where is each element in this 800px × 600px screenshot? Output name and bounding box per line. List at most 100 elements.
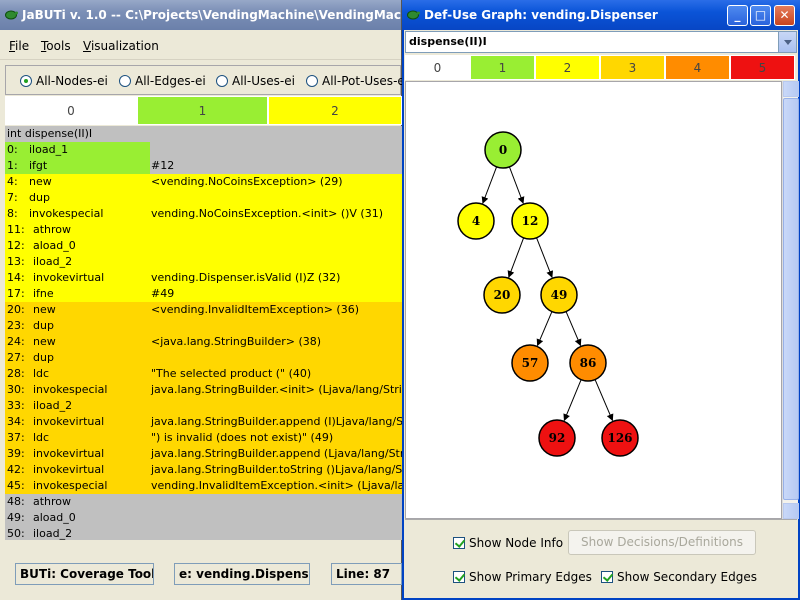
radio-all-uses-ei[interactable]: All-Uses-ei <box>216 74 295 88</box>
code-line[interactable]: 50:iload_2 <box>5 526 402 540</box>
code-line[interactable]: 49:aload_0 <box>5 510 402 526</box>
menu-visualization[interactable]: Visualization <box>83 39 159 53</box>
line-opcode: aload_0 <box>33 239 76 252</box>
graph-edge <box>507 237 525 278</box>
graph-edge <box>565 311 582 347</box>
code-line[interactable]: 0:iload_1 <box>5 142 402 158</box>
graph-node-label: 12 <box>522 214 539 228</box>
radio-all-edges-ei[interactable]: All-Edges-ei <box>119 74 206 88</box>
graph-node[interactable]: 86 <box>569 344 607 382</box>
menu-bar: File Tools Visualization <box>0 30 401 60</box>
code-line[interactable]: 7:dup <box>5 190 402 206</box>
checkbox-checked-icon <box>601 571 613 583</box>
radio-empty-icon <box>306 75 318 87</box>
show-node-info-checkbox[interactable]: Show Node Info <box>453 536 563 550</box>
graph-node-circle <box>569 344 607 382</box>
graph-canvas[interactable]: 0 4 12 20 49 57 86 92 126 <box>405 81 782 519</box>
graph-node[interactable]: 126 <box>601 419 639 457</box>
code-line[interactable]: 20:new<vending.InvalidItemException> (36… <box>5 302 402 318</box>
code-line[interactable]: 33:iload_2 <box>5 398 402 414</box>
chevron-down-icon[interactable] <box>778 32 796 52</box>
line-weight-highlight <box>5 350 402 366</box>
code-line[interactable]: 12:aload_0 <box>5 238 402 254</box>
graph-window: Def-Use Graph: vending.Dispenser _ □ ✕ d… <box>402 0 800 600</box>
graph-node[interactable]: 92 <box>538 419 576 457</box>
show-decisions-button[interactable]: Show Decisions/Definitions <box>568 530 756 555</box>
line-operand: <vending.NoCoinsException> (29) <box>151 175 343 188</box>
graph-scrollbar[interactable] <box>782 81 799 519</box>
line-opcode: invokespecial <box>33 383 108 396</box>
code-line[interactable]: 4:new<vending.NoCoinsException> (29) <box>5 174 402 190</box>
close-button[interactable]: ✕ <box>774 5 795 26</box>
graph-node[interactable]: 49 <box>540 276 578 314</box>
line-offset: 45: <box>7 479 25 492</box>
graph-node[interactable]: 12 <box>511 202 549 240</box>
status-line: Line: 87 <box>331 563 402 585</box>
scroll-down-arrow[interactable] <box>783 503 799 519</box>
code-line[interactable]: 13:iload_2 <box>5 254 402 270</box>
graph-title-bar[interactable]: Def-Use Graph: vending.Dispenser _ □ ✕ <box>402 0 800 30</box>
line-opcode: invokespecial <box>33 479 108 492</box>
radio-all-nodes-ei[interactable]: All-Nodes-ei <box>20 74 108 88</box>
show-secondary-edges-checkbox[interactable]: Show Secondary Edges <box>601 570 757 584</box>
code-line[interactable]: 23:dup <box>5 318 402 334</box>
code-line[interactable]: 27:dup <box>5 350 402 366</box>
line-offset: 30: <box>7 383 25 396</box>
main-title-bar[interactable]: JaBUTi v. 1.0 -- C:\Projects\VendingMach… <box>0 0 401 30</box>
line-opcode: iload_2 <box>33 527 73 540</box>
line-offset: 11: <box>7 223 25 236</box>
line-operand: "The selected product (" (40) <box>151 367 312 380</box>
scroll-thumb[interactable] <box>783 98 799 500</box>
line-weight-highlight <box>5 302 402 318</box>
graph-node-circle <box>484 131 522 169</box>
graph-node[interactable]: 0 <box>484 131 522 169</box>
method-select[interactable]: dispense(II)I <box>405 31 797 53</box>
line-offset: 37: <box>7 431 25 444</box>
line-opcode: dup <box>33 319 54 332</box>
line-weight-highlight <box>5 414 402 430</box>
code-line[interactable]: 1:ifgt#12 <box>5 158 402 174</box>
graph-weight-cell-0: 0 <box>405 55 470 80</box>
line-opcode: new <box>33 303 56 316</box>
code-line[interactable]: 17:ifne#49 <box>5 286 402 302</box>
scroll-up-arrow[interactable] <box>783 81 799 97</box>
line-opcode: ldc <box>33 367 50 380</box>
menu-file[interactable]: File <box>9 39 30 53</box>
radio-selected-icon <box>20 75 32 87</box>
graph-node[interactable]: 57 <box>511 344 549 382</box>
show-primary-edges-checkbox[interactable]: Show Primary Edges <box>453 570 592 584</box>
maximize-button[interactable]: □ <box>750 5 771 26</box>
code-line[interactable]: 48:athrow <box>5 494 402 510</box>
line-offset: 13: <box>7 255 25 268</box>
graph-node[interactable]: 4 <box>457 202 495 240</box>
weight-cell-2: 2 <box>268 96 402 125</box>
line-operand: #12 <box>151 159 175 172</box>
graph-node-label: 49 <box>551 288 568 302</box>
minimize-button[interactable]: _ <box>727 5 748 26</box>
line-offset: 39: <box>7 447 25 460</box>
code-line[interactable]: 11:athrow <box>5 222 402 238</box>
line-offset: 42: <box>7 463 25 476</box>
graph-title: Def-Use Graph: vending.Dispenser <box>424 8 658 22</box>
graph-node-circle <box>511 344 549 382</box>
code-line[interactable]: 37:ldc") is invalid (does not exist)" (4… <box>5 430 402 446</box>
graph-node-circle <box>538 419 576 457</box>
line-offset: 20: <box>7 303 25 316</box>
code-line[interactable]: 24:new<java.lang.StringBuilder> (38) <box>5 334 402 350</box>
def-use-graph: 0 4 12 20 49 57 86 92 126 <box>457 131 639 457</box>
menu-tools[interactable]: Tools <box>41 39 71 53</box>
graph-node[interactable]: 20 <box>483 276 521 314</box>
line-offset: 8: <box>7 207 18 220</box>
line-offset: 0: <box>7 143 18 156</box>
code-line[interactable]: 28:ldc"The selected product (" (40) <box>5 366 402 382</box>
radio-all-pot-uses-ei[interactable]: All-Pot-Uses-ei <box>306 74 408 88</box>
